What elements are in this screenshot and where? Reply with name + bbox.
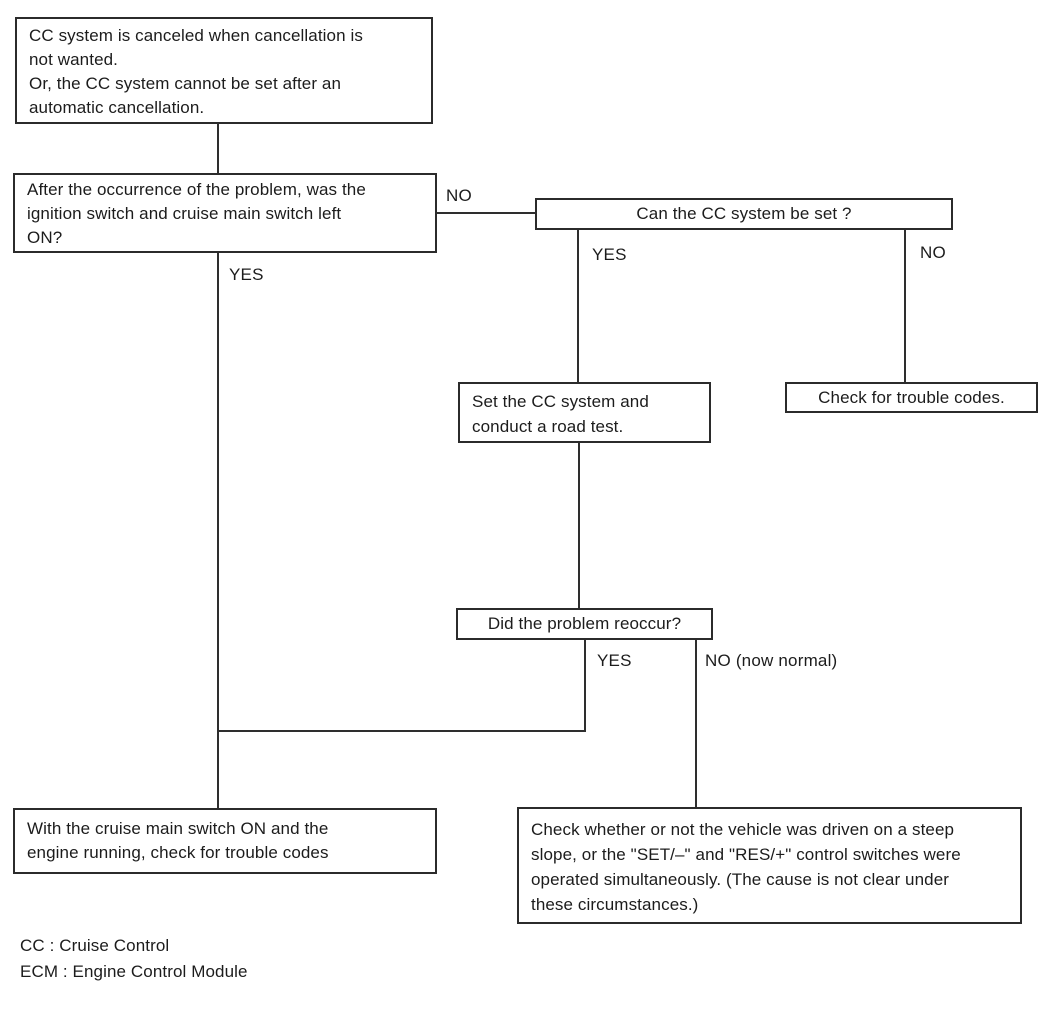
- node-symptom-line: CC system is canceled when cancellation …: [29, 26, 363, 45]
- node-question-reoccur-label: Did the problem reoccur?: [487, 614, 682, 633]
- node-check-trouble-codes: Check for trouble codes.: [785, 382, 1038, 413]
- connector-road-test-to-reoccur: [578, 443, 580, 608]
- node-question-reoccur: Did the problem reoccur?: [456, 608, 713, 640]
- node-road-test: Set the CC system and conduct a road tes…: [458, 382, 711, 443]
- node-check-steep-slope-line: Check whether or not the vehicle was dri…: [531, 820, 955, 839]
- node-check-steep-slope-line: slope, or the "SET/–" and "RES/+" contro…: [531, 845, 961, 864]
- connector-ignition-yes-down: [217, 253, 219, 808]
- connector-can-set-no-to-codes: [904, 230, 906, 382]
- node-question-can-set: Can the CC system be set ?: [535, 198, 953, 230]
- node-symptom-line: Or, the CC system cannot be set after an: [29, 74, 342, 93]
- edge-label-can-set-yes: YES: [592, 245, 627, 264]
- connector-can-set-yes-to-road-test: [577, 230, 579, 382]
- edge-label-can-set-no: NO: [920, 243, 946, 262]
- connector-ignition-no-to-can-set: [437, 212, 535, 214]
- edge-label-ignition-no: NO: [446, 186, 472, 205]
- node-check-steep-slope: Check whether or not the vehicle was dri…: [517, 807, 1022, 924]
- node-check-codes-engine-line: With the cruise main switch ON and the: [27, 819, 329, 838]
- node-symptom-line: not wanted.: [29, 50, 118, 69]
- edge-label-ignition-yes: YES: [229, 265, 264, 284]
- node-check-steep-slope-line: these circumstances.): [531, 895, 699, 914]
- node-symptom: CC system is canceled when cancellation …: [15, 17, 433, 124]
- legend-ecm: ECM : Engine Control Module: [20, 962, 248, 981]
- connector-reoccur-no-to-slope: [695, 640, 697, 807]
- node-symptom-line: automatic cancellation.: [29, 98, 205, 117]
- node-check-trouble-codes-label: Check for trouble codes.: [818, 387, 1005, 407]
- edge-label-reoccur-no: NO (now normal): [705, 651, 838, 670]
- connector-reoccur-yes-join: [217, 730, 586, 732]
- node-road-test-line: Set the CC system and: [472, 392, 649, 411]
- legend: CC : Cruise Control ECM : Engine Control…: [20, 933, 248, 985]
- node-question-ignition-switch: After the occurrence of the problem, was…: [13, 173, 437, 253]
- connector-reoccur-yes-down: [584, 640, 586, 732]
- node-road-test-line: conduct a road test.: [472, 417, 624, 436]
- node-question-can-set-label: Can the CC system be set ?: [636, 204, 852, 223]
- connector-symptom-to-ignition: [217, 123, 219, 173]
- legend-cc: CC : Cruise Control: [20, 936, 170, 955]
- node-question-ignition-line: After the occurrence of the problem, was…: [27, 180, 366, 199]
- node-check-codes-engine-running: With the cruise main switch ON and the e…: [13, 808, 437, 874]
- node-question-ignition-line: ignition switch and cruise main switch l…: [27, 204, 342, 223]
- edge-label-reoccur-yes: YES: [597, 651, 632, 670]
- node-check-codes-engine-line: engine running, check for trouble codes: [27, 843, 329, 862]
- node-check-steep-slope-line: operated simultaneously. (The cause is n…: [531, 870, 950, 889]
- node-question-ignition-line: ON?: [27, 228, 63, 247]
